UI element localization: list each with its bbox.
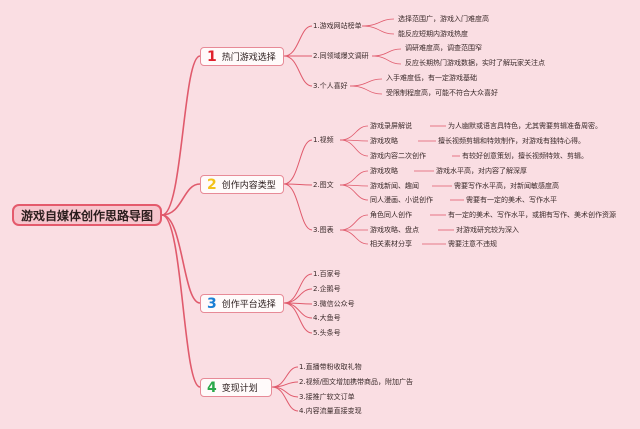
subnode-monetization[interactable]: 2.视频/图文增加携带商品，附加广告 — [299, 378, 414, 386]
note: 调研难度高，调查范围窄 — [405, 44, 482, 52]
b2-link-2 — [283, 183, 313, 186]
number-badge: 4 — [207, 379, 217, 396]
item-name[interactable]: 游戏内容二次创作 — [370, 152, 426, 160]
b1-link-1 — [283, 25, 313, 57]
main-node-label: 热门游戏选择 — [221, 53, 276, 63]
main-node-content-types[interactable]: 2 创作内容类型 — [200, 175, 284, 194]
item-note: 有一定的美术、写作水平，或拥有写作、美术创作资源 — [448, 211, 616, 219]
subnode-charts[interactable]: 3.图表 — [313, 226, 334, 234]
subnode-platform[interactable]: 4.大鱼号 — [313, 314, 341, 322]
subnode-viral-research[interactable]: 2.同领域爆文调研 — [313, 52, 369, 60]
subnode-platform[interactable]: 3.微信公众号 — [313, 300, 355, 308]
root-link-4 — [161, 214, 201, 388]
main-node-platforms[interactable]: 3 创作平台选择 — [200, 294, 284, 313]
b2-item-link — [339, 229, 369, 245]
subnode-platform[interactable]: 5.头条号 — [313, 329, 341, 337]
item-name[interactable]: 游戏攻略 — [370, 167, 398, 175]
item-name[interactable]: 角色同人创作 — [370, 211, 412, 219]
note: 选择范围广，游戏入门难度高 — [398, 15, 489, 23]
b1-note-link — [371, 55, 402, 65]
item-name[interactable]: 同人漫画、小说创作 — [370, 196, 433, 204]
number-badge: 2 — [207, 176, 217, 193]
root-node[interactable]: 游戏自媒体创作思路导图 — [12, 204, 162, 226]
item-note: 需要注意不违规 — [448, 240, 497, 248]
item-name[interactable]: 游戏新闻、趣闻 — [370, 182, 419, 190]
b1-note-link — [349, 78, 383, 87]
subnode-game-site-rankings[interactable]: 1.游戏网站榜单 — [313, 22, 362, 30]
main-node-label: 创作平台选择 — [221, 300, 276, 310]
subnode-monetization[interactable]: 3.接推广软文订单 — [299, 393, 355, 401]
b2-item-link — [339, 184, 369, 201]
subnode-image-text[interactable]: 2.图文 — [313, 181, 334, 189]
root-link-1 — [161, 55, 201, 216]
b2-item-link — [339, 170, 369, 186]
b4-link-1 — [271, 366, 299, 388]
root-link-2 — [161, 183, 201, 216]
number-badge: 1 — [207, 48, 217, 65]
root-link-3 — [161, 214, 201, 304]
subnode-personal-preference[interactable]: 3.个人喜好 — [313, 82, 348, 90]
b1-note-link — [371, 48, 402, 57]
b4-link-4 — [271, 386, 299, 412]
b1-link-3 — [283, 55, 313, 87]
item-note: 有较好创意策划，擅长视频特效、剪辑。 — [462, 152, 588, 160]
b1-note-link — [361, 25, 395, 35]
b2-link-1 — [283, 139, 313, 185]
subnode-monetization[interactable]: 4.内容流量直接变现 — [299, 407, 362, 415]
note: 受限制程度高，可能不符合大众喜好 — [386, 89, 498, 97]
item-note: 擅长视频剪辑和特效制作，对游戏有独特心得。 — [438, 137, 585, 145]
note: 反应长期热门游戏数据，实时了解玩家关注点 — [405, 59, 545, 67]
item-note: 为人幽默或语言具特色，尤其需要剪辑准备周密。 — [448, 122, 602, 130]
main-node-label: 创作内容类型 — [221, 181, 276, 191]
b2-item-link — [339, 139, 369, 157]
note: 入手难度低，有一定游戏基础 — [386, 74, 477, 82]
item-note: 需要写作水平高，对新闻敏感度高 — [454, 182, 559, 190]
b3-link-1 — [283, 273, 313, 304]
b2-link-3 — [283, 183, 313, 231]
main-node-hot-games[interactable]: 1 热门游戏选择 — [200, 47, 284, 66]
item-note: 需要有一定的美术、写作水平 — [466, 196, 557, 204]
b4-link-3 — [271, 386, 299, 398]
subnode-platform[interactable]: 1.百家号 — [313, 270, 341, 278]
number-badge: 3 — [207, 295, 217, 312]
main-node-monetization[interactable]: 4 变现计划 — [200, 378, 272, 397]
b1-note-link — [349, 85, 383, 95]
b2-item-link — [339, 125, 369, 141]
item-name[interactable]: 游戏攻略 — [370, 137, 398, 145]
item-name[interactable]: 游戏攻略、盘点 — [370, 226, 419, 234]
note: 能反应短期内游戏热度 — [398, 30, 468, 38]
subnode-monetization[interactable]: 1.直播带粉收取礼物 — [299, 363, 362, 371]
b2-item-link — [339, 214, 369, 231]
main-node-label: 变现计划 — [221, 384, 258, 394]
item-name[interactable]: 游戏录屏解说 — [370, 122, 412, 130]
b3-link-5 — [283, 302, 313, 334]
subnode-video[interactable]: 1.视频 — [313, 136, 334, 144]
subnode-platform[interactable]: 2.企鹅号 — [313, 285, 341, 293]
b1-note-link — [361, 18, 395, 27]
item-note: 游戏水平高，对内容了解深厚 — [436, 167, 527, 175]
item-name[interactable]: 相关素材分享 — [370, 240, 412, 248]
item-note: 对游戏研究较为深入 — [456, 226, 519, 234]
